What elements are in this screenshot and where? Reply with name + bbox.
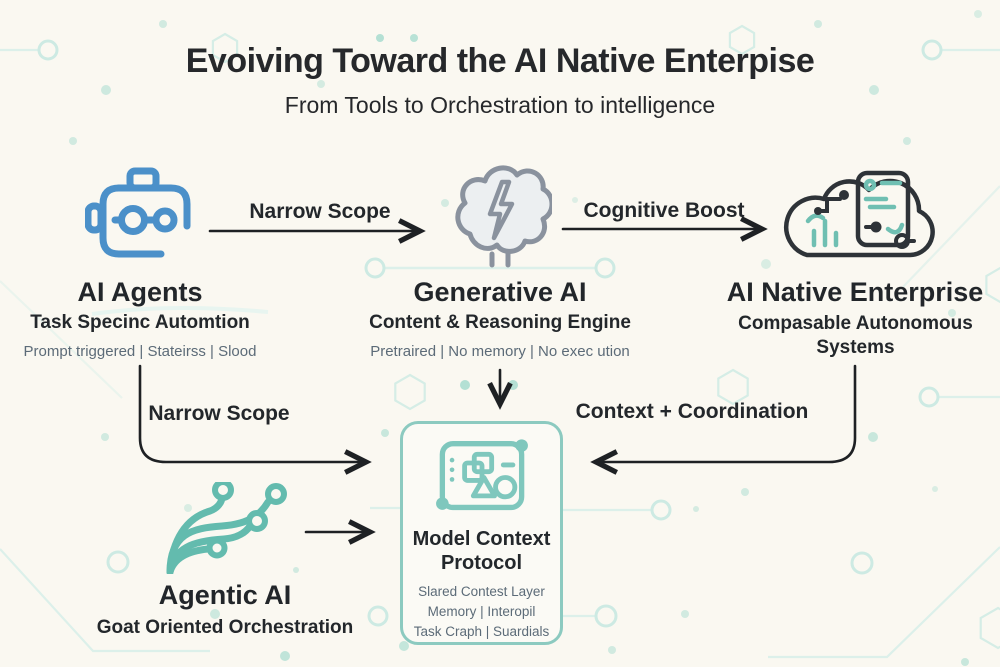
ai-agents-title: AI Agents: [77, 277, 203, 307]
agentic-ai-subtitle: Goat Oriented Orchestration: [96, 617, 354, 638]
ai-native-enterprise-subtitle: Compasable Autonomous Systems: [738, 313, 973, 358]
ai-agents-detail: Prompt triggered | Stateirss | Slood: [23, 343, 257, 360]
mcp-line: Memory | Interopil: [427, 604, 536, 619]
mcp-box: Model Context Protocol Slared Contest La…: [400, 421, 563, 645]
label-narrow-scope-top: Narrow Scope: [249, 200, 391, 223]
cloud-systems-icon: [784, 170, 935, 258]
arrow-narrow-scope-left: [138, 364, 372, 475]
page-title: Evoiving Toward the AI Native Enterpise: [185, 42, 815, 80]
ai-native-enterprise-title: AI Native Enterprise: [726, 277, 984, 307]
ai-agents-subtitle: Task Specinc Automtion: [30, 312, 250, 333]
robot-icon: [85, 167, 191, 258]
page-subtitle: From Tools to Orchestration to intellige…: [284, 92, 716, 118]
generative-ai-title: Generative AI: [413, 277, 587, 307]
agentic-ai-title: Agentic AI: [158, 580, 292, 610]
generative-ai-subtitle: Content & Reasoning Engine: [369, 312, 631, 333]
arrow-context-coordination: [590, 364, 857, 475]
mcp-line: Slared Contest Layer: [418, 584, 545, 599]
flow-circuit-icon: [166, 482, 287, 574]
protocol-icon: [435, 439, 528, 511]
label-cognitive-boost: Cognitive Boost: [583, 199, 745, 222]
brain-bolt-icon: [455, 165, 552, 268]
mcp-lines: Slared Contest Layer Memory | Interopil …: [414, 582, 550, 642]
generative-ai-detail: Pretraired | No memory | No exec ution: [370, 343, 630, 360]
label-context-coordination: Context + Coordination: [575, 400, 809, 423]
mcp-title: Model Context Protocol: [412, 528, 551, 574]
mcp-line: Task Craph | Suardials: [413, 624, 550, 639]
label-narrow-scope-left: Narrow Scope: [148, 402, 290, 425]
